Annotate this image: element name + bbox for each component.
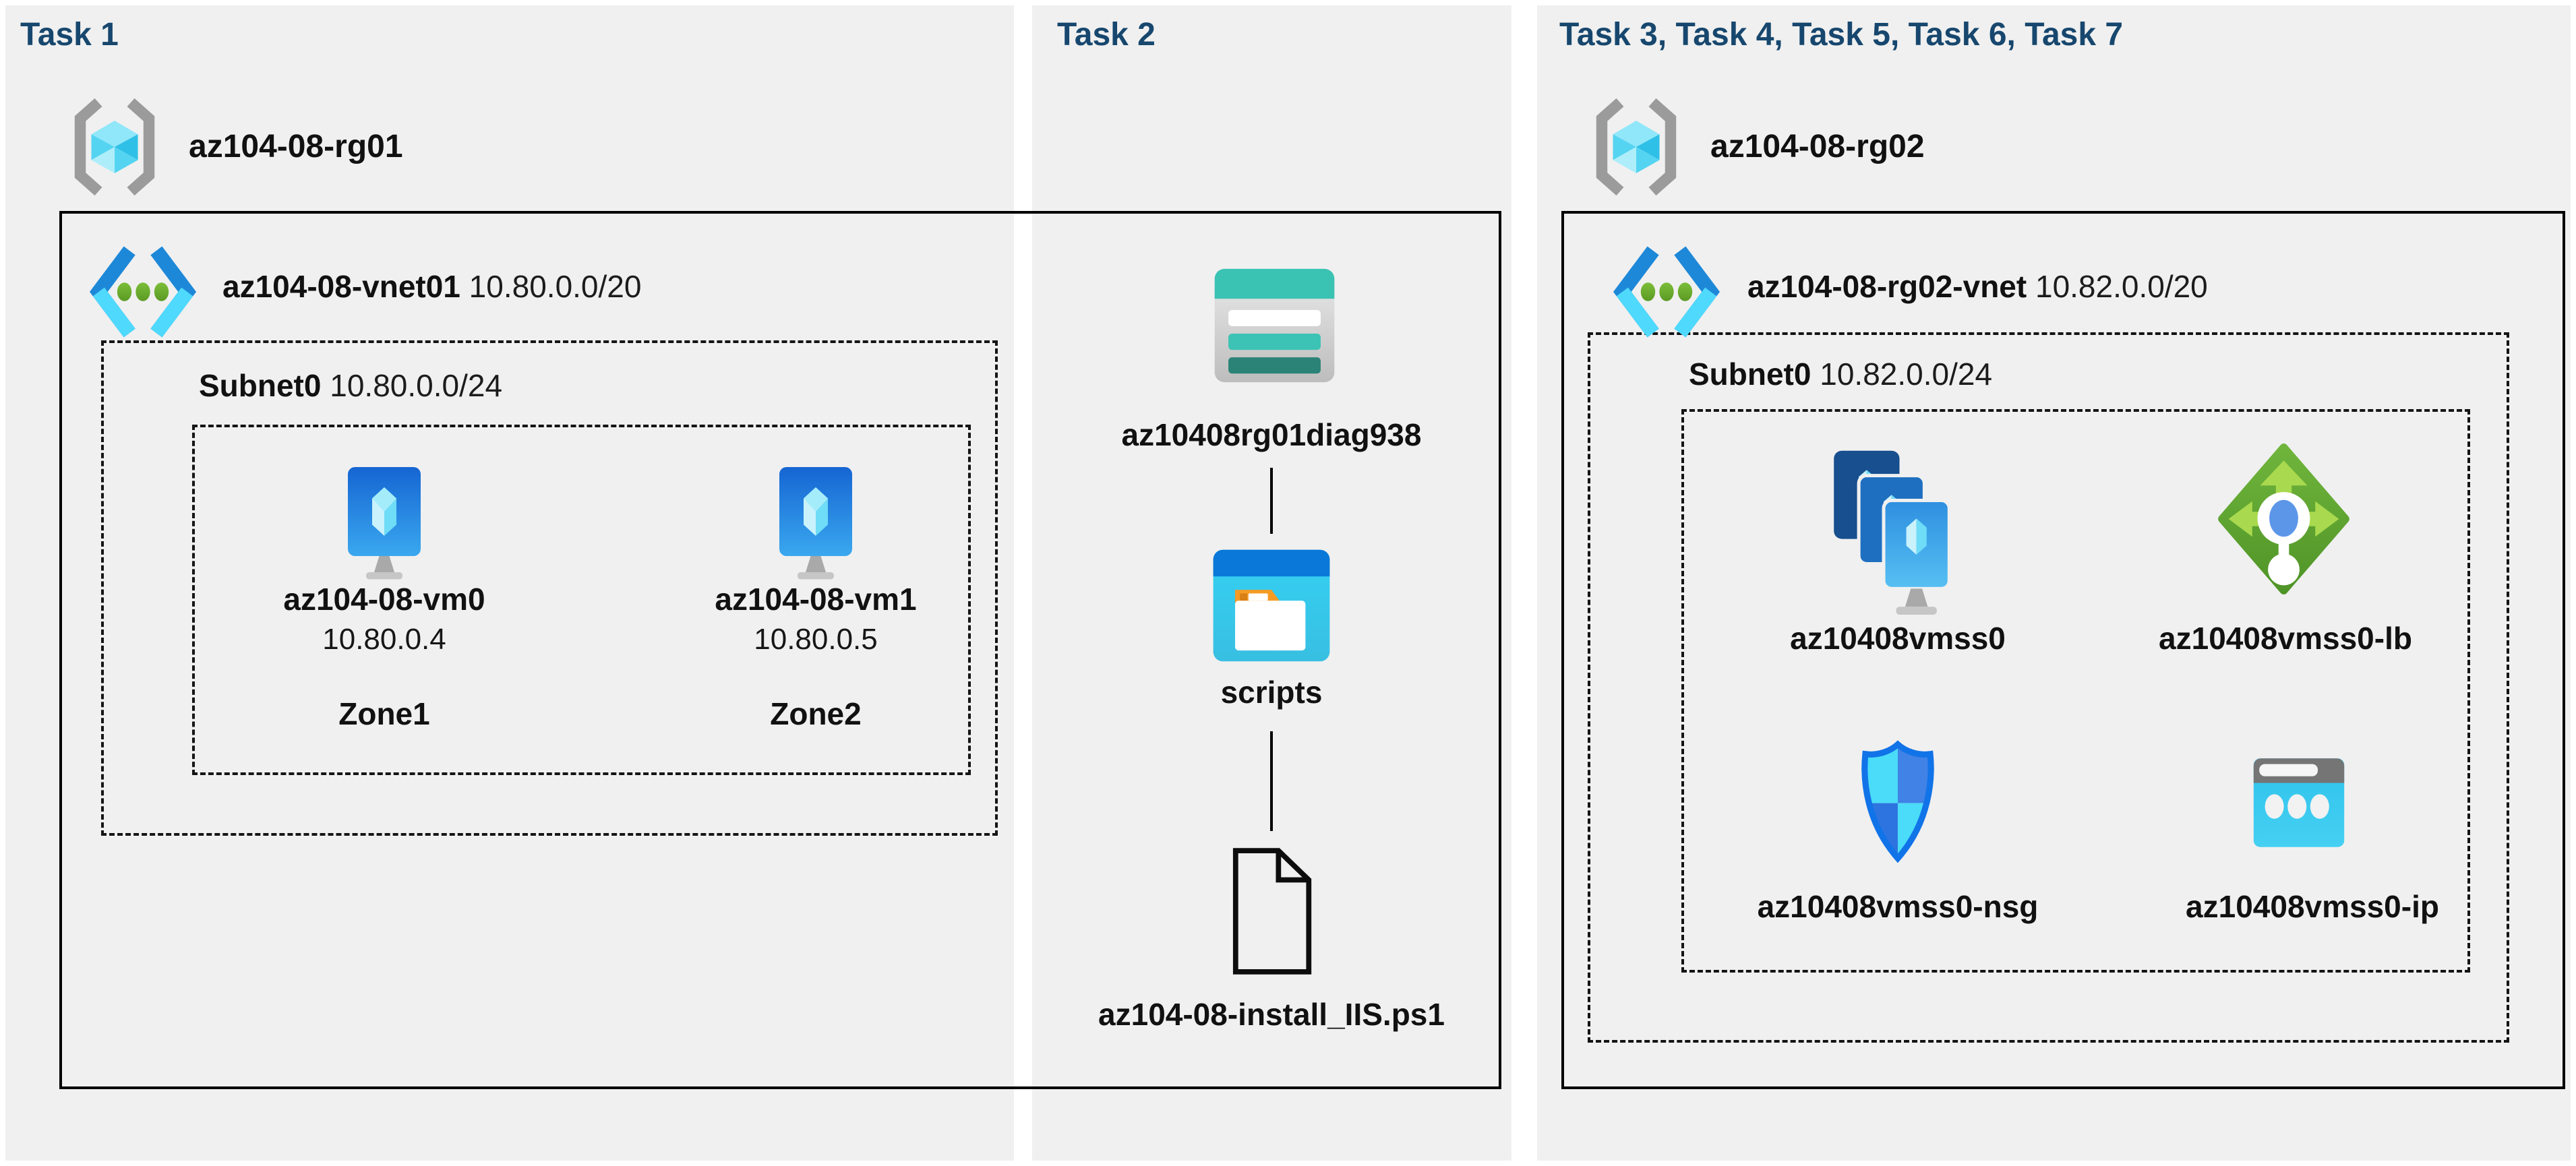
virtual-network-icon <box>89 246 197 338</box>
vnet01-boundary-box <box>59 211 1501 1089</box>
vm-name-label: az104-08-vm0 <box>283 582 485 617</box>
subnet-name: Subnet0 <box>1689 357 1811 392</box>
virtual-network-label: az104-08-vnet01 10.80.0.0/20 <box>222 268 641 305</box>
vnet-cidr: 10.82.0.0/20 <box>2035 269 2208 304</box>
resource-group-label: az104-08-rg01 <box>189 129 403 164</box>
panel-task3 <box>1537 5 2571 1161</box>
connector-line <box>1270 731 1273 831</box>
script-file-label: az104-08-install_IIS.ps1 <box>1098 997 1445 1032</box>
task3-header: Task 3, Task 4, Task 5, Task 6, Task 7 <box>1559 17 2124 53</box>
subnet0-box <box>101 340 998 836</box>
virtual-network-label: az104-08-rg02-vnet 10.82.0.0/20 <box>1747 268 2208 305</box>
nsg-label: az10408vmss0-nsg <box>1757 889 2039 924</box>
vnet-name: az104-08-vnet01 <box>222 269 460 304</box>
public-ip-icon <box>2253 758 2345 847</box>
subnet0-box <box>1588 332 2509 1043</box>
vm-group-box <box>192 425 971 775</box>
vm-zone-label: Zone1 <box>338 696 430 731</box>
subnet-cidr: 10.80.0.0/24 <box>330 368 503 403</box>
vm-ip-label: 10.80.0.5 <box>754 623 878 656</box>
load-balancer-label: az10408vmss0-lb <box>2159 621 2412 656</box>
vm-icon <box>348 467 421 580</box>
vm-zone-label: Zone2 <box>770 696 862 731</box>
subnet-cidr: 10.82.0.0/24 <box>1820 357 1993 392</box>
task2-header: Task 2 <box>1057 17 1156 53</box>
vm-ip-label: 10.80.0.4 <box>322 623 446 656</box>
vm-name-label: az104-08-vm1 <box>715 582 917 617</box>
vm-icon <box>779 467 852 580</box>
virtual-network-icon <box>1613 246 1720 338</box>
vnet-name: az104-08-rg02-vnet <box>1747 269 2027 304</box>
vmss-icon <box>1834 450 1951 615</box>
panel-task1 <box>5 5 1014 1161</box>
storage-account-label: az10408rg01diag938 <box>1121 417 1422 452</box>
connector-line <box>1270 468 1273 534</box>
vmss-label: az10408vmss0 <box>1790 621 2006 656</box>
blob-container-icon <box>1213 549 1330 662</box>
vmss-group-box <box>1681 409 2470 973</box>
load-balancer-icon <box>2218 443 2349 594</box>
storage-account-icon <box>1214 268 1335 383</box>
resource-group-label: az104-08-rg02 <box>1710 129 1925 164</box>
resource-group-icon <box>1596 98 1677 196</box>
nsg-icon <box>1861 740 1934 863</box>
subnet-name: Subnet0 <box>199 368 322 403</box>
container-label: scripts <box>1220 675 1323 710</box>
rg02-vnet-boundary-box <box>1561 211 2565 1089</box>
script-file-icon <box>1232 848 1312 975</box>
public-ip-label: az10408vmss0-ip <box>2186 889 2439 924</box>
subnet0-label: Subnet0 10.80.0.0/24 <box>199 367 502 404</box>
task1-header: Task 1 <box>20 17 119 53</box>
subnet0-label: Subnet0 10.82.0.0/24 <box>1689 356 1992 392</box>
resource-group-icon <box>74 98 155 196</box>
vnet-cidr: 10.80.0.0/20 <box>469 269 642 304</box>
